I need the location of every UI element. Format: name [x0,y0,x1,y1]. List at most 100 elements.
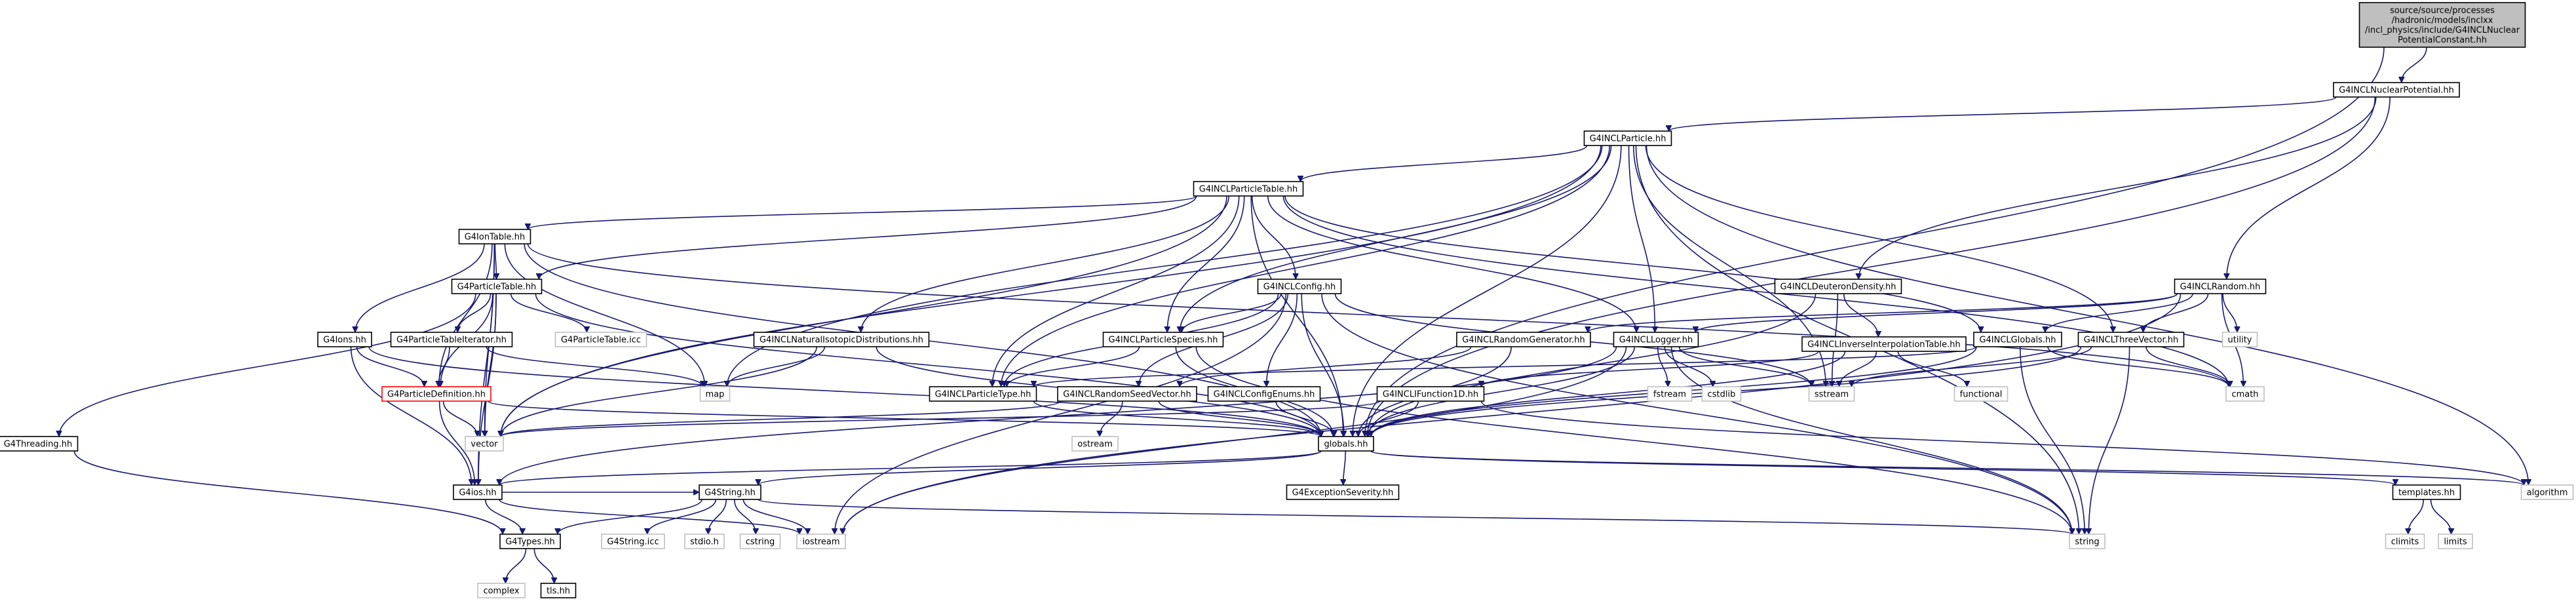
node-g4inclglobals-hh[interactable]: G4INCLGlobals.hh [1973,332,2062,347]
node-box [1376,386,1485,402]
node-map[interactable]: map [699,386,731,402]
node-g4string-hh[interactable]: G4String.hh [699,484,761,500]
edge-globals-to-g4string [758,450,1322,486]
node-g4inclparticlespecies-hh[interactable]: G4INCLParticleSpecies.hh [1102,332,1224,347]
node-g4inclrandom-hh[interactable]: G4INCLRandom.hh [2174,279,2267,294]
node-complex[interactable]: complex [477,583,526,598]
node-box [540,583,577,598]
node-label: stdio.h [690,537,719,547]
node-g4incllogger-hh[interactable]: G4INCLLogger.hh [1613,332,1699,347]
node-box [1318,436,1374,452]
node-g4inclthreevector-hh[interactable]: G4INCLThreeVector.hh [2077,332,2185,347]
node-label: G4Ions.hh [323,336,366,345]
node-label: tls.hh [547,587,570,596]
node-label: map [706,390,725,400]
node-string[interactable]: string [2069,534,2105,549]
node-fstream[interactable]: fstream [1647,386,1693,402]
node-globals-hh[interactable]: globals.hh [1318,436,1374,452]
node-g4inclconfigenums-hh[interactable]: G4INCLConfigEnums.hh [1207,386,1321,402]
node-stdio-h[interactable]: stdio.h [684,534,725,549]
node-g4inclparticle-hh[interactable]: G4INCLParticle.hh [1583,130,1672,146]
node-root-file[interactable]: source/source/processes/hadronic/models/… [2358,2,2526,48]
node-box [317,332,372,347]
node-label: G4Types.hh [505,537,555,547]
edge-iontable-to-map [504,243,704,387]
node-tls-hh[interactable]: tls.hh [540,583,577,598]
node-cstring[interactable]: cstring [739,534,781,549]
node-g4particletable-hh[interactable]: G4ParticleTable.hh [451,279,543,294]
edge-random-to-threevector [2143,293,2209,333]
node-g4inclparticletype-hh[interactable]: G4INCLParticleType.hh [929,386,1037,402]
node-g4inclrandomgenerator-hh[interactable]: G4INCLRandomGenerator.hh [1456,332,1591,347]
node-algorithm[interactable]: algorithm [2520,484,2574,500]
node-box [2438,534,2473,549]
node-g4incldeuterondensity-hh[interactable]: G4INCLDeuteronDensity.hh [1774,279,1902,294]
node-label: G4ParticleDefinition.hh [387,390,486,400]
edge-templates-to-limits [2430,499,2451,535]
node-box [929,386,1037,402]
node-climits[interactable]: climits [2385,534,2425,549]
node-label: G4INCLRandomSeedVector.hh [1063,390,1191,400]
node-limits[interactable]: limits [2438,534,2473,549]
node-box [1207,386,1321,402]
node-vector[interactable]: vector [465,436,504,452]
node-g4inclnaturalisotopicdistributions-hh[interactable]: G4INCLNaturalIsotopicDistributions.hh [753,332,930,347]
node-iostream[interactable]: iostream [796,534,846,549]
edge-globals-to-templates [1370,450,2396,486]
node-cmath[interactable]: cmath [2225,386,2265,402]
node-sstream[interactable]: sstream [1808,386,1855,402]
node-box [453,484,503,500]
node-g4ions-hh[interactable]: G4Ions.hh [317,332,372,347]
edge-root-to-globals [1365,47,2385,437]
node-box [1808,386,1855,402]
edge-invinterp-to-ifunction [1482,351,1819,387]
edge-g4string-to-g4stringicc [647,499,717,535]
node-box [1286,484,1400,500]
node-g4particletable-icc[interactable]: G4ParticleTable.icc [554,332,647,347]
node-g4particletableiterator-hh[interactable]: G4ParticleTableIterator.hh [390,332,513,347]
edge-particle-to-globals [1353,145,1622,437]
edge-particletable-to-natiso [861,195,1230,332]
node-g4ios-hh[interactable]: G4ios.hh [453,484,503,500]
edge-g4string-to-stdio [708,499,727,535]
node-g4inclinverseinterpolationtable-hh[interactable]: G4INCLInverseInterpolationTable.hh [1801,336,1967,352]
node-g4string-icc[interactable]: G4String.icc [601,534,665,549]
node-g4inclrandomseedvector-hh[interactable]: G4INCLRandomSeedVector.hh [1057,386,1197,402]
node-templates-hh[interactable]: templates.hh [2392,484,2461,500]
edge-globals-to-g4exceptionseverity [1343,450,1346,485]
edge-config-to-particlespecies [1182,293,1282,333]
edge-config-to-iostream [835,293,1287,534]
node-g4inclnuclearpotential-hh[interactable]: G4INCLNuclearPotential.hh [2333,82,2460,98]
node-g4inclparticletable-hh[interactable]: G4INCLParticleTable.hh [1193,181,1304,197]
edge-g4particletable-to-g4particletableicc [510,293,587,333]
edge-nucpot-to-particle [1669,96,2337,132]
node-box [465,436,504,452]
node-box [601,534,665,549]
node-g4threading-hh[interactable]: G4Threading.hh [0,436,79,452]
node-label: sstream [1815,390,1849,400]
node-g4exceptionseverity-hh[interactable]: G4ExceptionSeverity.hh [1286,484,1400,500]
node-label: G4ParticleTable.icc [561,336,641,345]
node-g4types-hh[interactable]: G4Types.hh [499,534,561,549]
edge-logger-to-iostream [843,346,1627,534]
node-functional[interactable]: functional [1953,386,2009,402]
node-g4inclconfig-hh[interactable]: G4INCLConfig.hh [1257,279,1342,294]
edge-particledef-to-g4ios [438,400,475,485]
node-label: algorithm [2527,488,2568,498]
edge-ions-to-g4ios [350,346,472,485]
node-g4iontable-hh[interactable]: G4IonTable.hh [458,229,531,244]
node-cstdlib[interactable]: cstdlib [1701,386,1742,402]
edge-templates-to-climits [2408,499,2424,534]
edge-globals-to-string [2019,346,2085,534]
node-g4inclifunction1d-hh[interactable]: G4INCLIFunction1D.hh [1376,386,1485,402]
edge-random-to-utility [2222,293,2237,332]
node-g4particledefinition-hh[interactable]: G4ParticleDefinition.hh [381,386,491,402]
node-label: G4INCLDeuteronDensity.hh [1780,282,1896,292]
node-ostream[interactable]: ostream [1071,436,1119,452]
node-utility[interactable]: utility [2221,332,2258,347]
node-box [1647,386,1693,402]
node-box [2174,279,2267,294]
node-label: complex [483,587,519,596]
